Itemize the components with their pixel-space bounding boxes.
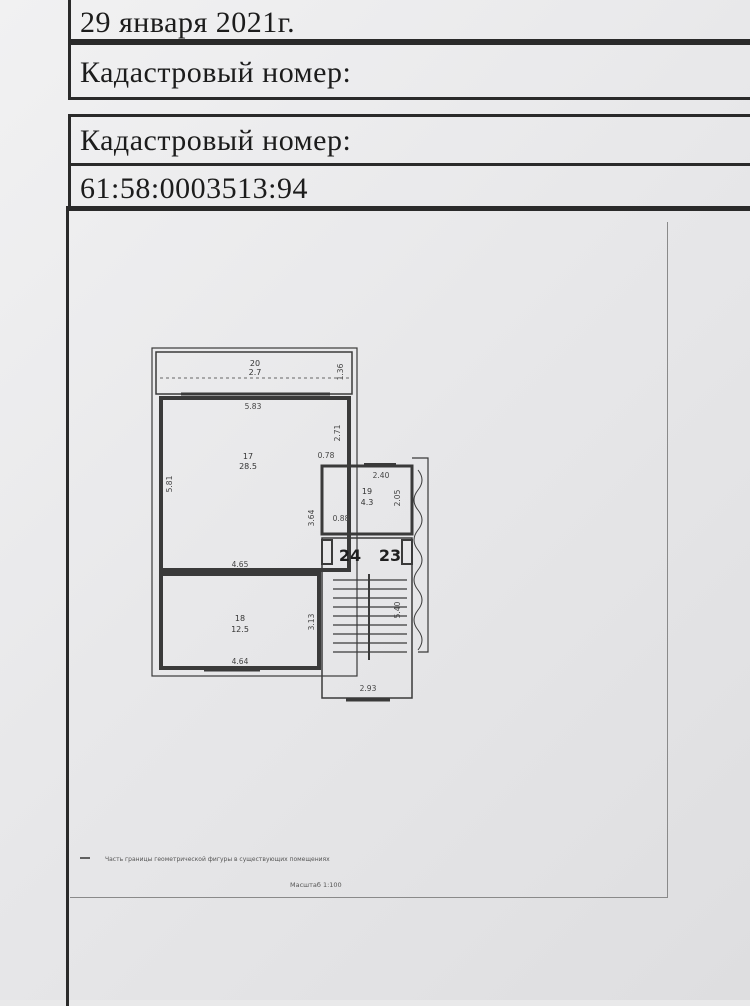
cadastral-label: Кадастровый номер: bbox=[80, 124, 352, 157]
legend-text: Часть границы геометрической фигуры в су… bbox=[105, 856, 330, 863]
cadastral-label: Кадастровый номер: bbox=[80, 56, 352, 89]
scale-text: Масштаб 1:100 bbox=[290, 881, 342, 889]
dimension-label: 4.64 bbox=[232, 657, 249, 666]
dimension-label: 2.71 bbox=[333, 424, 342, 441]
extension bbox=[412, 457, 429, 653]
stair-treads bbox=[333, 574, 407, 660]
dimension-label: 0.88 bbox=[333, 514, 350, 523]
dimension-label: 3.64 bbox=[307, 509, 316, 526]
door bbox=[401, 539, 413, 565]
stair-label-24: 24 bbox=[339, 546, 361, 565]
room-20-area: 2.7 bbox=[249, 368, 262, 377]
dimension-label: 1.36 bbox=[336, 363, 345, 380]
plan-outer-frame bbox=[66, 206, 750, 1006]
dimension-label: 5.40 bbox=[393, 601, 402, 618]
room-18-area: 12.5 bbox=[231, 625, 249, 634]
room-18 bbox=[159, 572, 321, 670]
plan-inner-frame bbox=[70, 222, 668, 898]
cadastral-number: 61:58:0003513:94 bbox=[80, 172, 309, 205]
room-20-number: 20 bbox=[250, 359, 260, 368]
dimension-label: 0.78 bbox=[318, 451, 335, 460]
room-19 bbox=[320, 464, 414, 536]
dimension-label: 4.65 bbox=[232, 560, 249, 569]
dimension-label: 2.05 bbox=[393, 489, 402, 506]
dimension-label: 3.13 bbox=[307, 613, 316, 630]
room-17-area: 28.5 bbox=[239, 462, 257, 471]
dimension-label: 2.40 bbox=[373, 471, 390, 480]
cadastral-number-row bbox=[68, 163, 750, 211]
door bbox=[321, 539, 333, 565]
date-row bbox=[68, 0, 750, 42]
wavy-boundary bbox=[413, 469, 423, 651]
room-19-area: 4.3 bbox=[361, 498, 374, 507]
stair-label-23: 23 bbox=[379, 546, 401, 565]
dimension-label: 5.83 bbox=[245, 402, 262, 411]
room-17-number: 17 bbox=[243, 452, 253, 461]
room-18-number: 18 bbox=[235, 614, 245, 623]
outline bbox=[151, 347, 358, 677]
dimension-label: 5.81 bbox=[165, 475, 174, 492]
dimension-label: 2.93 bbox=[360, 684, 377, 693]
room-17 bbox=[159, 396, 351, 572]
stairwell bbox=[321, 537, 413, 699]
cadastral-label-row-1 bbox=[68, 42, 750, 100]
document-date: 29 января 2021г. bbox=[80, 6, 296, 39]
room-19-number: 19 bbox=[362, 487, 372, 496]
